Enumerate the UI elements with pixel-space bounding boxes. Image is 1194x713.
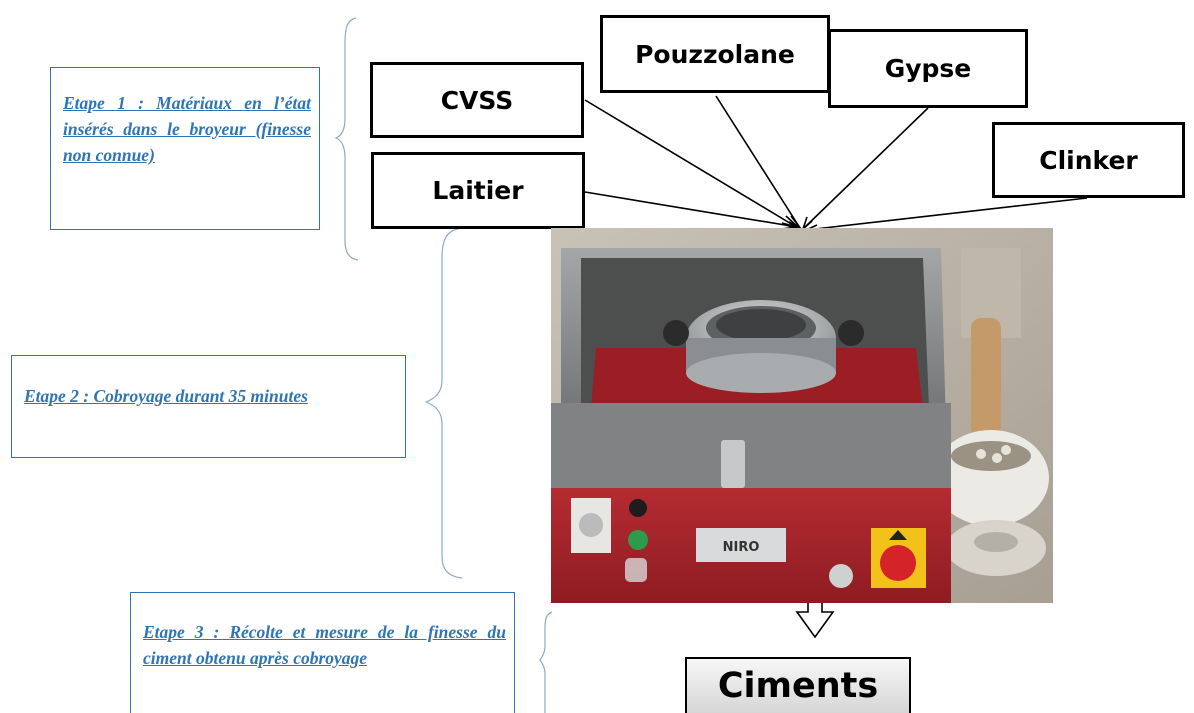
arrow-pouzzolane xyxy=(715,95,801,229)
material-box-pouzzolane: Pouzzolane xyxy=(600,15,830,93)
arrow-laitier xyxy=(584,191,798,228)
grinder-machine-illustration: NIRO xyxy=(551,228,1053,603)
step1-text: Etape 1 : Matériaux en l’état insérés da… xyxy=(63,93,311,165)
material-label-laitier: Laitier xyxy=(432,176,524,205)
material-label-cvss: CVSS xyxy=(440,85,514,115)
step3-text: Etape 3 : Récolte et mesure de la finess… xyxy=(143,622,506,668)
step2-box: Etape 2 : Cobroyage durant 35 minutes xyxy=(11,355,406,458)
material-box-laitier: Laitier xyxy=(371,152,585,229)
step2-text: Etape 2 : Cobroyage durant 35 minutes xyxy=(24,386,308,406)
arrow-cvss xyxy=(584,99,799,229)
brace-step1 xyxy=(334,17,359,261)
material-box-cvss: CVSS xyxy=(370,62,584,138)
material-box-gypse: Gypse xyxy=(828,29,1028,108)
material-box-clinker: Clinker xyxy=(992,122,1185,198)
step3-box: Etape 3 : Récolte et mesure de la finess… xyxy=(130,592,515,713)
output-label: Ciments xyxy=(717,666,879,706)
arrow-clinker xyxy=(805,197,1088,231)
brace-step3 xyxy=(539,611,553,713)
material-label-clinker: Clinker xyxy=(1039,145,1138,175)
niro-plate: NIRO xyxy=(723,540,760,555)
material-label-pouzzolane: Pouzzolane xyxy=(635,39,795,69)
brace-step2 xyxy=(424,227,463,579)
output-box-ciments: Ciments xyxy=(685,657,911,713)
grinder-photo: NIRO xyxy=(551,228,1053,603)
material-label-gypse: Gypse xyxy=(884,54,972,83)
step1-box: Etape 1 : Matériaux en l’état insérés da… xyxy=(50,67,320,230)
arrow-gypse xyxy=(802,107,929,230)
